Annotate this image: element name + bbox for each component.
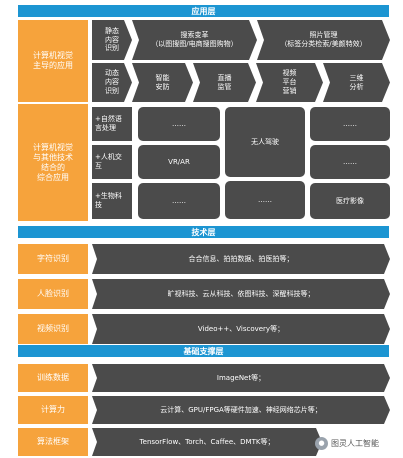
combo-box-vr-ar: VR/AR [138,145,220,179]
smart-security: 智能 安防 [132,63,193,102]
watermark: ● 图灵人工智能 [315,436,401,450]
tech-content-face: 旷视科技、云从科技、依图科技、深醒科技等； [92,279,390,309]
combo-box: …… [138,107,220,141]
combo-hci-label: +人机交 互 [92,145,132,179]
photo-management: 照片管理 （标签分类检索/美颜特效） [257,20,390,60]
base-content-compute: 云计算、GPU/FPGA等硬件加速、神经网络芯片等； [92,396,390,424]
watermark-text: 图灵人工智能 [331,438,379,448]
3d-analysis: 三维 分析 [323,63,390,102]
dynamic-content-recognition: 动态 内容 识别 [92,63,132,102]
video-platform-marketing: 视频 平台 营销 [256,63,323,102]
combo-box: …… [310,107,390,141]
live-stream-monitoring: 直播 监管 [193,63,256,102]
static-content-recognition: 静态 内容 识别 [92,20,132,60]
tech-content-video: Video++、Viscovery等； [92,314,390,344]
wechat-icon: ● [315,436,328,450]
tech-layer-band: 技术层 [18,226,389,238]
tech-content-ocr: 合合信息、拍拍数据、拍医拍等； [92,244,390,274]
base-label-training-data: 训练数据 [18,364,88,392]
tech-label-ocr: 字符识别 [18,244,88,274]
cv-combined-apps-label: 计算机视觉 与其他技术 结合的 综合应用 [18,104,88,221]
base-content-training-data: ImageNet等； [92,364,390,392]
base-label-framework: 算法框架 [18,428,88,456]
tech-label-face: 人脸识别 [18,279,88,309]
combo-biotech-label: +生物科 技 [92,183,132,219]
combo-box: …… [310,145,390,179]
combo-box-autonomous-driving: 无人驾驶 [225,107,305,177]
combo-box-medical-imaging: 医疗影像 [310,183,390,219]
combo-box: …… [138,183,220,219]
cv-dominant-apps-label: 计算机视觉 主导的应用 [18,20,88,102]
app-layer-band: 应用层 [18,5,389,17]
search-revolution: 搜索变革 （以图搜图/电商搜图购物） [132,20,257,60]
combo-nlp-label: +自然语 言处理 [92,107,132,141]
base-content-framework: TensorFlow、Torch、Caffee、DMTK等； [92,428,322,456]
base-label-compute: 计算力 [18,396,88,424]
base-layer-band: 基础支撑层 [18,345,389,357]
tech-label-video: 视频识别 [18,314,88,344]
combo-box: …… [225,181,305,219]
